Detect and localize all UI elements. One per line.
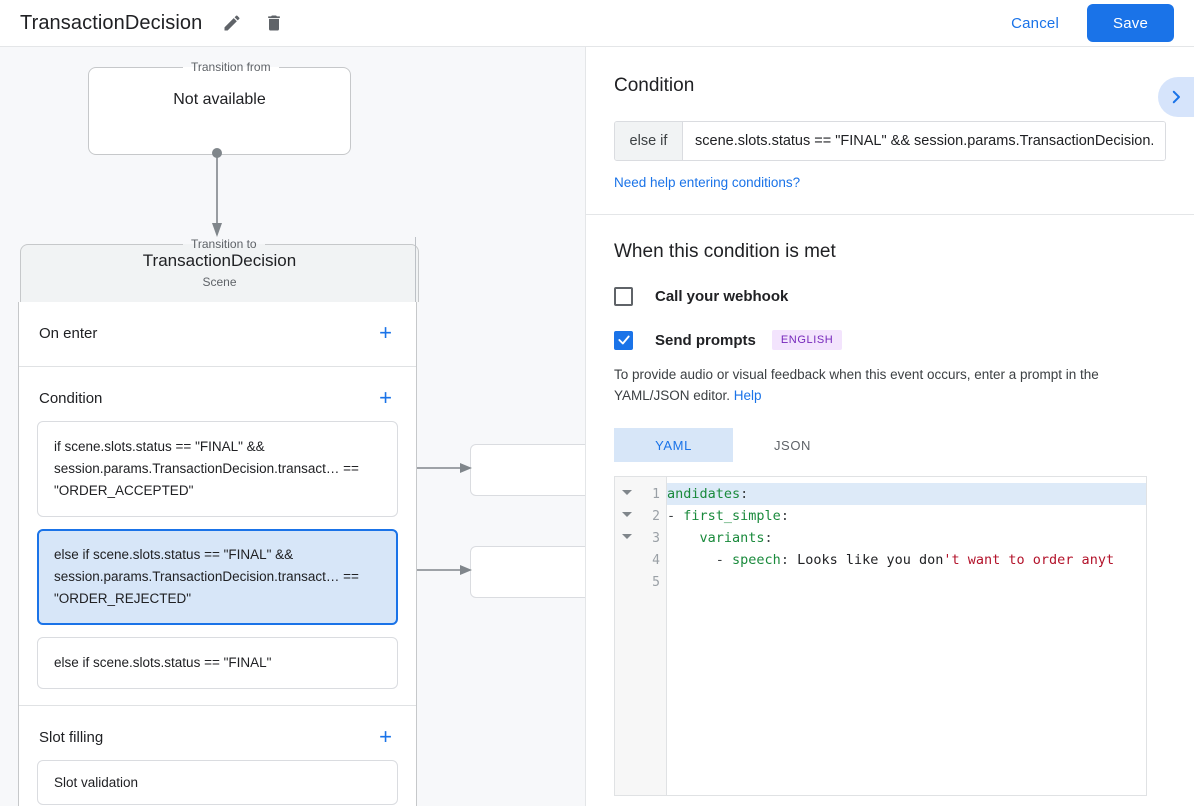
section-divider — [586, 214, 1194, 215]
add-on-enter-button[interactable]: + — [379, 320, 392, 345]
call-webhook-label: Call your webhook — [655, 288, 789, 305]
details-panel: Condition else if Need help entering con… — [585, 47, 1194, 806]
section-title-on-enter: On enter — [39, 324, 98, 342]
transition-connector-arrow — [212, 148, 222, 237]
scene-sections: On enter + Condition + if scene.slots.st… — [18, 302, 417, 806]
cancel-button[interactable]: Cancel — [997, 7, 1073, 40]
language-badge: ENGLISH — [771, 330, 843, 350]
section-title-slot-filling: Slot filling — [39, 728, 104, 746]
editor-line-number: 4 — [652, 552, 660, 568]
scene-graph-canvas: Transition from Not available Transition… — [0, 47, 585, 806]
condition-expression-input[interactable] — [683, 122, 1165, 160]
help-link[interactable]: Help — [733, 388, 762, 403]
editor-line-number: 1 — [615, 483, 666, 505]
editor-line-number: 3 — [615, 527, 666, 549]
transition-from-card: Transition from Not available — [88, 60, 351, 155]
transition-to-name: TransactionDecision — [142, 250, 297, 270]
app-header: TransactionDecision Cancel Save — [0, 0, 1194, 47]
condition-card[interactable]: else if scene.slots.status == "FINAL" — [37, 637, 398, 689]
header-actions: Cancel Save — [997, 4, 1194, 42]
code-fold-triangle-icon[interactable] — [622, 490, 632, 495]
transition-to-legend: Transition to — [191, 237, 257, 251]
send-prompts-label: Send prompts — [655, 331, 756, 349]
when-condition-met-title: When this condition is met — [614, 241, 836, 262]
transition-to-type: Scene — [202, 274, 237, 289]
transition-from-value: Not available — [173, 90, 266, 108]
code-line: variants: — [699, 530, 773, 546]
send-prompts-checkbox[interactable] — [614, 330, 633, 350]
page-title: TransactionDecision — [20, 11, 203, 34]
condition-input-row: else if — [614, 121, 1166, 161]
save-button[interactable]: Save — [1087, 4, 1174, 42]
transition-target-box[interactable] — [470, 444, 585, 496]
condition-editor-section: Condition else if Need help entering con… — [586, 47, 1194, 214]
condition-help-link[interactable]: Need help entering conditions? — [614, 175, 801, 190]
editor-code-area[interactable]: andidates: - first_simple: variants: - sp… — [667, 477, 1146, 795]
tab-yaml[interactable]: YAML — [614, 428, 733, 462]
send-prompts-description: To provide audio or visual feedback when… — [614, 364, 1166, 406]
code-line: - first_simple: — [667, 508, 789, 524]
editor-line-number: 5 — [652, 574, 660, 590]
code-line — [667, 571, 1146, 593]
chevron-right-icon[interactable] — [1158, 77, 1194, 117]
add-condition-button[interactable]: + — [379, 385, 392, 410]
code-line: andidates: — [667, 483, 1146, 505]
condition-card[interactable]: if scene.slots.status == "FINAL" && sess… — [37, 421, 398, 517]
tab-json[interactable]: JSON — [773, 437, 812, 453]
transition-to-card: Transition to TransactionDecision Scene — [20, 237, 419, 302]
section-title-condition: Condition — [39, 389, 103, 407]
call-webhook-checkbox[interactable] — [614, 287, 633, 306]
condition-card-selected[interactable]: else if scene.slots.status == "FINAL" &&… — [37, 529, 398, 625]
add-slot-filling-button[interactable]: + — [379, 724, 392, 749]
code-fold-triangle-icon[interactable] — [622, 512, 632, 517]
condition-panel-title: Condition — [614, 75, 695, 96]
send-prompts-row: Send prompts ENGLISH — [614, 330, 1166, 350]
editor-line-number: 2 — [615, 505, 666, 527]
code-line: - speech: Looks like you don't want to o… — [667, 552, 1115, 568]
slot-validation-card[interactable]: Slot validation — [37, 760, 398, 805]
editor-format-tabs: YAML JSON — [614, 428, 1166, 462]
webhook-row: Call your webhook — [614, 287, 1166, 306]
section-slot-filling: Slot filling + Slot validation — [19, 705, 416, 806]
transition-from-legend: Transition from — [191, 60, 271, 74]
code-fold-triangle-icon[interactable] — [622, 534, 632, 539]
condition-operator-label: else if — [615, 122, 683, 160]
trash-icon[interactable] — [262, 11, 286, 35]
transition-target-box[interactable] — [470, 546, 585, 598]
send-prompts-description-text: To provide audio or visual feedback when… — [614, 367, 1099, 403]
section-on-enter: On enter + — [19, 302, 416, 366]
when-condition-met-section: When this condition is met Call your web… — [586, 215, 1194, 796]
section-condition: Condition + if scene.slots.status == "FI… — [19, 366, 416, 705]
pencil-icon[interactable] — [220, 11, 244, 35]
